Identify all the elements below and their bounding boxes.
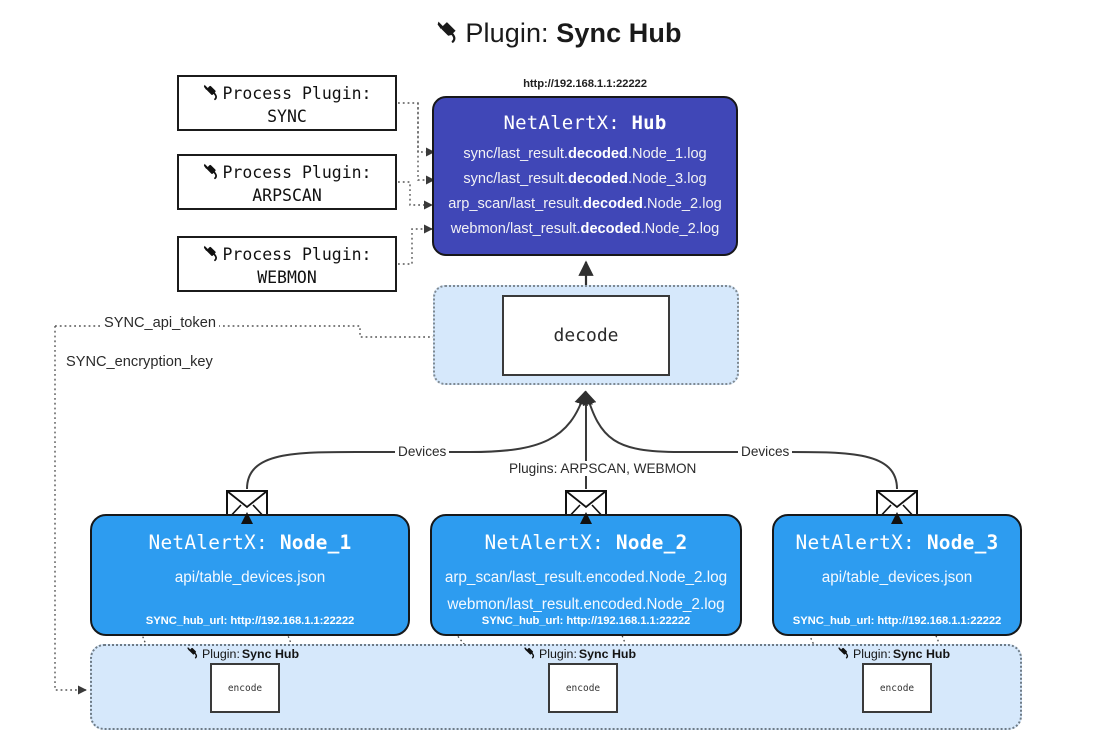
encoder-plugin-label-3: Plugin: Sync Hub <box>837 645 950 662</box>
encryption-key-edge <box>54 326 87 695</box>
plug-icon <box>186 645 200 662</box>
encode-box-2[interactable]: encode <box>548 663 618 713</box>
encode-box-1[interactable]: encode <box>210 663 280 713</box>
process-plugin-name: ARPSCAN <box>252 185 322 205</box>
page-title-name: Sync Hub <box>556 18 682 48</box>
process-plugin-name: WEBMON <box>257 267 317 287</box>
node-line-list: api/table_devices.json <box>92 564 408 591</box>
node-line: api/table_devices.json <box>174 569 326 586</box>
sync-api-token-label: SYNC_api_token <box>101 315 219 331</box>
process-plugin-sync[interactable]: Process Plugin: SYNC <box>177 75 397 131</box>
plugins-label-middle: Plugins: ARPSCAN, WEBMON <box>506 461 700 476</box>
process-plugin-label: Process Plugin: <box>222 244 372 264</box>
process-plugin-arpscan[interactable]: Process Plugin: ARPSCAN <box>177 154 397 210</box>
node-footer: SYNC_hub_url: http://192.168.1.1:22222 <box>481 615 691 627</box>
decode-box[interactable]: decode <box>502 295 670 376</box>
devices-label-left: Devices <box>395 444 450 459</box>
hub-log-list: sync/last_result.decoded.Node_1.log sync… <box>434 142 736 242</box>
node-line-list: api/table_devices.json <box>774 564 1020 591</box>
hub-title: NetAlertX: Hub <box>503 112 667 134</box>
hub-log-line: sync/last_result.decoded.Node_1.log <box>463 146 707 162</box>
hub-node[interactable]: NetAlertX: Hub sync/last_result.decoded.… <box>432 96 738 256</box>
process-plugin-label: Process Plugin: <box>222 83 372 103</box>
devices-label-right: Devices <box>738 444 793 459</box>
encoder-plugin-label-2: Plugin: Sync Hub <box>523 645 636 662</box>
plug-icon <box>435 18 461 51</box>
node-title: NetAlertX: Node_2 <box>484 531 688 554</box>
node-line-list: arp_scan/last_result.encoded.Node_2.log … <box>432 564 740 618</box>
sync-encryption-key-label: SYNC_encryption_key <box>63 354 216 370</box>
hub-log-line: sync/last_result.decoded.Node_3.log <box>463 171 707 187</box>
node-node2[interactable]: NetAlertX: Node_2 arp_scan/last_result.e… <box>430 514 742 636</box>
plug-icon <box>523 645 537 662</box>
plug-icon <box>202 161 221 183</box>
encode-box-3[interactable]: encode <box>862 663 932 713</box>
node-footer: SYNC_hub_url: http://192.168.1.1:22222 <box>792 615 1002 627</box>
process-plugin-webmon[interactable]: Process Plugin: WEBMON <box>177 236 397 292</box>
node-node3[interactable]: NetAlertX: Node_3 api/table_devices.json… <box>772 514 1022 636</box>
node-line: webmon/last_result.encoded.Node_2.log <box>447 596 725 613</box>
node-line: api/table_devices.json <box>821 569 973 586</box>
plug-icon <box>202 243 221 265</box>
node-node1[interactable]: NetAlertX: Node_1 api/table_devices.json… <box>90 514 410 636</box>
node-title: NetAlertX: Node_1 <box>148 531 352 554</box>
plug-icon <box>837 645 851 662</box>
plug-icon <box>202 82 221 104</box>
node-title: NetAlertX: Node_3 <box>795 531 999 554</box>
hub-url-label: http://192.168.1.1:22222 <box>523 78 647 90</box>
page-title: Plugin: Sync Hub <box>0 16 1117 49</box>
process-plugin-name: SYNC <box>267 106 307 126</box>
page-title-prefix: Plugin: <box>465 18 557 48</box>
node-footer: SYNC_hub_url: http://192.168.1.1:22222 <box>145 615 355 627</box>
process-plugin-label: Process Plugin: <box>222 162 372 182</box>
node-line: arp_scan/last_result.encoded.Node_2.log <box>444 569 728 586</box>
hub-log-line: webmon/last_result.decoded.Node_2.log <box>450 221 720 237</box>
encoder-plugin-label-1: Plugin: Sync Hub <box>186 645 299 662</box>
plugin-to-hub-edges <box>398 102 435 265</box>
hub-log-line: arp_scan/last_result.decoded.Node_2.log <box>448 196 722 212</box>
